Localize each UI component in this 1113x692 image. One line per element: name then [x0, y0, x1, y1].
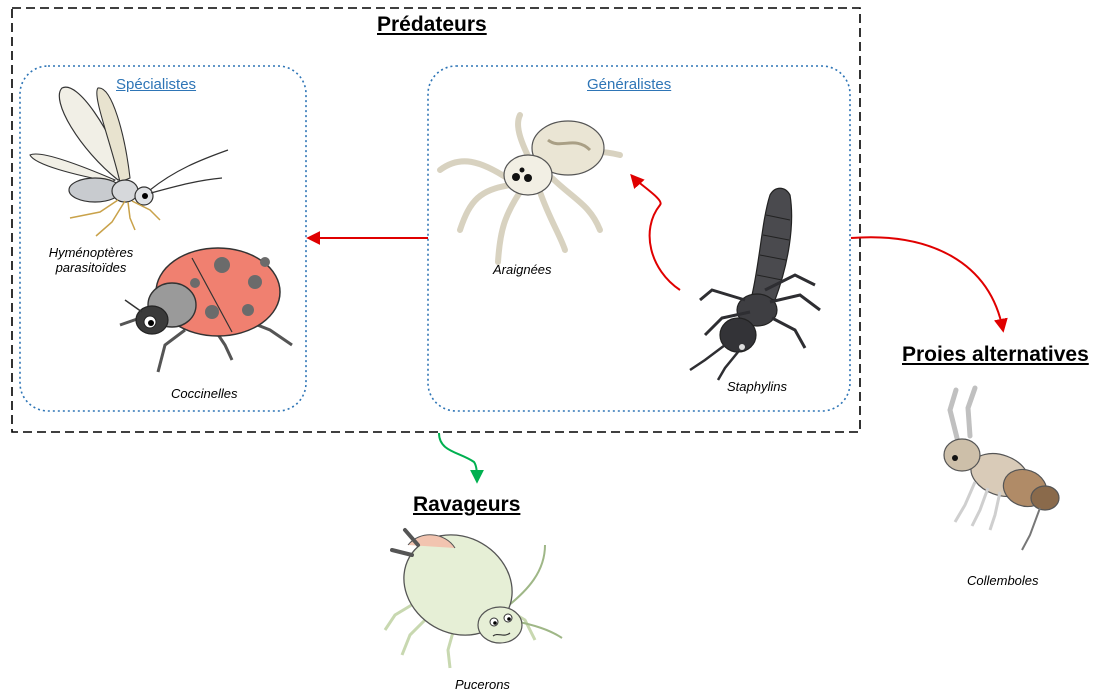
arrow-predators-to-pests — [439, 433, 477, 481]
arrow-predators-to-alternative-prey — [851, 237, 1003, 330]
aphid-icon — [385, 515, 562, 668]
predators-title: Prédateurs — [377, 13, 487, 37]
specialists-title: Spécialistes — [116, 76, 196, 93]
predator-box — [12, 8, 860, 432]
wasp-icon — [30, 87, 228, 236]
hymenopteres-caption-line2: parasitoïdes — [36, 260, 146, 275]
pests-title: Ravageurs — [413, 493, 520, 517]
hymenopteres-caption-line1: Hyménoptères — [36, 245, 146, 260]
arrow-staphylins-to-araignees — [632, 176, 680, 290]
spider-icon — [440, 115, 620, 262]
collemboles-caption: Collemboles — [967, 573, 1039, 588]
hymenopteres-caption: Hyménoptères parasitoïdes — [36, 245, 146, 275]
staphylins-caption: Staphylins — [727, 379, 787, 394]
generalists-title: Généralistes — [587, 76, 671, 93]
springtail-icon — [944, 388, 1059, 550]
pucerons-caption: Pucerons — [455, 677, 510, 692]
araignees-caption: Araignées — [493, 262, 552, 277]
specialists-box — [20, 66, 306, 411]
coccinelles-caption: Coccinelles — [171, 386, 237, 401]
alternative-prey-title: Proies alternatives — [902, 343, 1089, 367]
rove-beetle-icon — [690, 188, 820, 380]
